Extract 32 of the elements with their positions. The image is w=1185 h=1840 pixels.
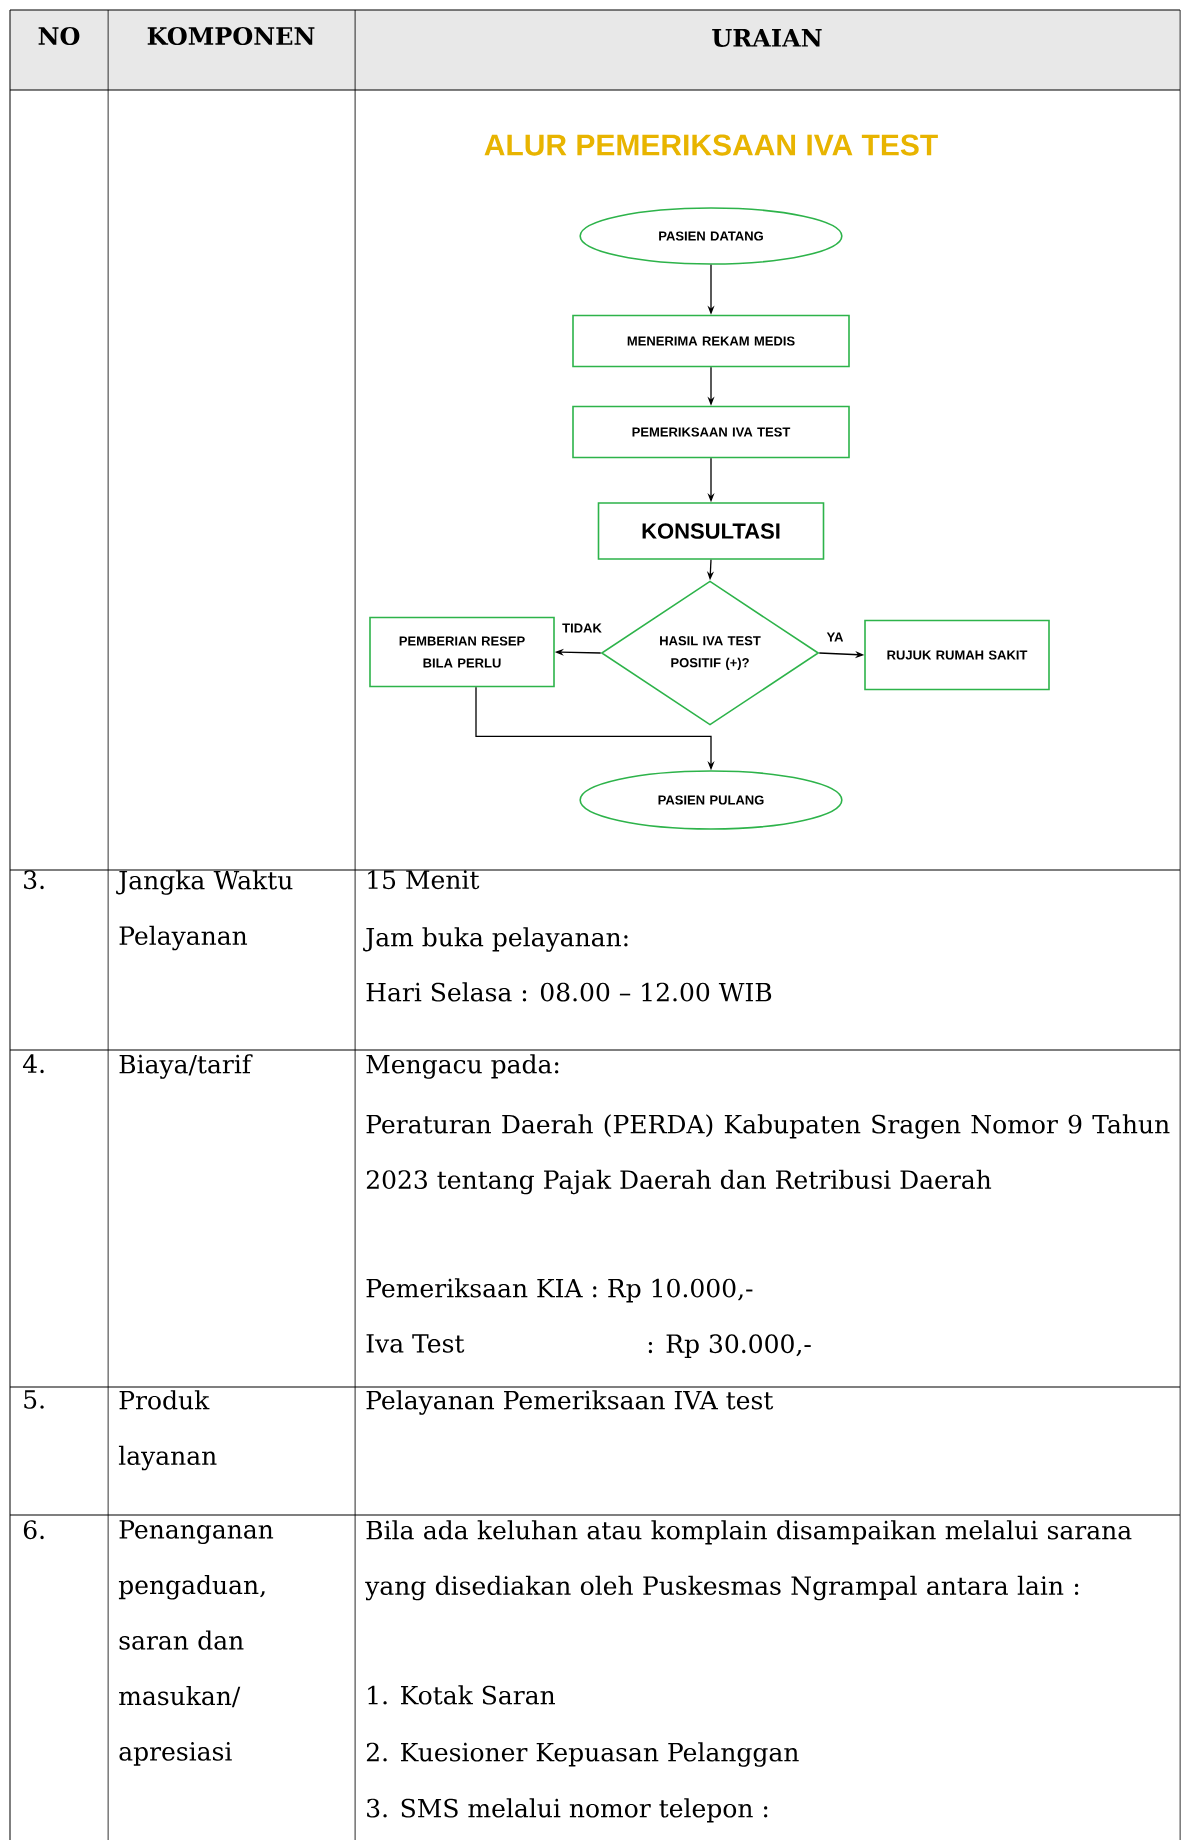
cell-text: Bila ada keluhan atau komplain disampaikan melalui sarana yang disediakan oleh Puskesmas Ngrampal antara lain : — [365, 1520, 1132, 1601]
cell-text: Pelayanan Pemeriksaan IVA test — [366, 1390, 774, 1415]
process-box: PEMBERIAN RESEP BILA PERLU — [369, 616, 555, 688]
cell-text: 15 Menit — [368, 870, 480, 890]
cell-text: Mengacu pada: — [366, 1054, 559, 1079]
cell-text: Pemeriksaan KIA : Rp 10.000,- — [366, 1278, 753, 1303]
flowchart-title: ALUR PEMERIKSAAN IVA TEST — [484, 134, 938, 156]
cell-text: 4. — [22, 1054, 44, 1074]
cell-text: 1. Kotak Saran — [368, 1685, 555, 1705]
cell-text: Hari Selasa : 08.00 – 12.00 WIB — [366, 982, 772, 1002]
cell-text: Biaya/tarif — [119, 1054, 253, 1079]
cell-text: 3. — [24, 870, 44, 890]
cell-text: Jam buka pelayanan: — [363, 927, 628, 952]
cell-text: 3. SMS melalui nomor telepon : — [367, 1798, 768, 1823]
cell-text: : Rp 30.000,- — [648, 1334, 811, 1358]
cell-text: Jangka Waktu Pelayanan — [116, 870, 293, 951]
cell-text: Penanganan pengaduan, saran dan masukan/ apresiasi — [118, 1520, 274, 1766]
cell-text: Peraturan Daerah (PERDA) Kabupaten Sragen Nomor 9 Tahun 2023 tentang Pajak Daerah dan Retribusi Daerah — [366, 1114, 1170, 1195]
cell-text: Produk layanan — [118, 1390, 217, 1471]
edge-label: YA — [825, 631, 845, 643]
process-box: PEMERIKSAAN IVA TEST — [572, 405, 850, 459]
cell-text: 2. Kuesioner Kepuasan Pelanggan — [366, 1742, 799, 1767]
column-header: URAIAN — [712, 29, 822, 47]
cell-text: 6. — [23, 1520, 44, 1540]
column-header: KOMPONEN — [147, 26, 315, 46]
cell-text: Iva Test — [366, 1334, 465, 1353]
edge-label: TIDAK — [561, 622, 603, 634]
process-box: KONSULTASI — [597, 502, 825, 560]
process-box: RUJUK RUMAH SAKIT — [864, 619, 1050, 691]
process-box: MENERIMA REKAM MEDIS — [572, 314, 850, 368]
column-header: NO — [38, 26, 80, 46]
cell-text: 5. — [24, 1390, 44, 1409]
